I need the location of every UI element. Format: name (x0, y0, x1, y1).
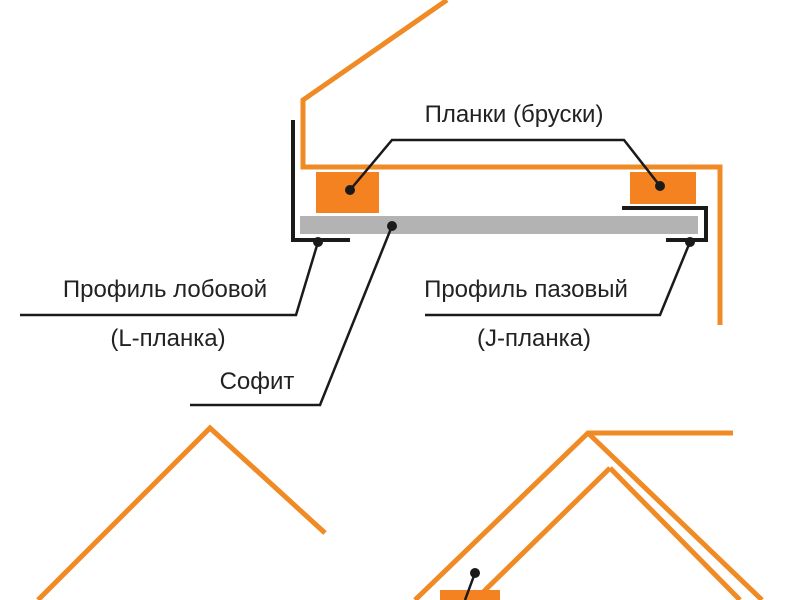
soffit-label: Софит (220, 368, 295, 395)
groove-profile-sublabel: (J-планка) (477, 325, 591, 352)
leader-dots (313, 181, 695, 578)
soffit-leader (190, 225, 394, 407)
soffit-panel (300, 216, 698, 234)
leader-lines (20, 138, 692, 600)
roof-outline (300, 0, 723, 325)
soffit-dot (387, 221, 397, 231)
left-plank-dot (345, 185, 355, 195)
bottom-left-gable-outline (36, 424, 327, 600)
fascia-profile-leader (20, 241, 320, 317)
planks-leader (349, 138, 661, 191)
l-profile-dot (313, 237, 323, 247)
bottom-dot (470, 568, 480, 578)
bottom-right-roof-outline (413, 430, 733, 600)
l-profile (291, 120, 350, 242)
groove-profile-label: Профиль пазовый (424, 276, 628, 303)
j-profile-dot (685, 237, 695, 247)
bottom-outlines (36, 424, 764, 600)
fascia-profile-label: Профиль лобовой (63, 276, 267, 303)
planks-label: Планки (бруски) (425, 101, 604, 128)
right-plank-dot (655, 181, 665, 191)
fascia-profile-sublabel: (L-планка) (110, 325, 225, 352)
roof-eave-outline (300, 0, 723, 325)
groove-profile-leader (425, 241, 692, 317)
bottom-right-rafter-line (586, 431, 764, 600)
bottom-right-inner-line (473, 466, 612, 600)
bottom-plank-fragment (440, 590, 500, 600)
bottom-right-inner-line-2 (608, 466, 742, 600)
